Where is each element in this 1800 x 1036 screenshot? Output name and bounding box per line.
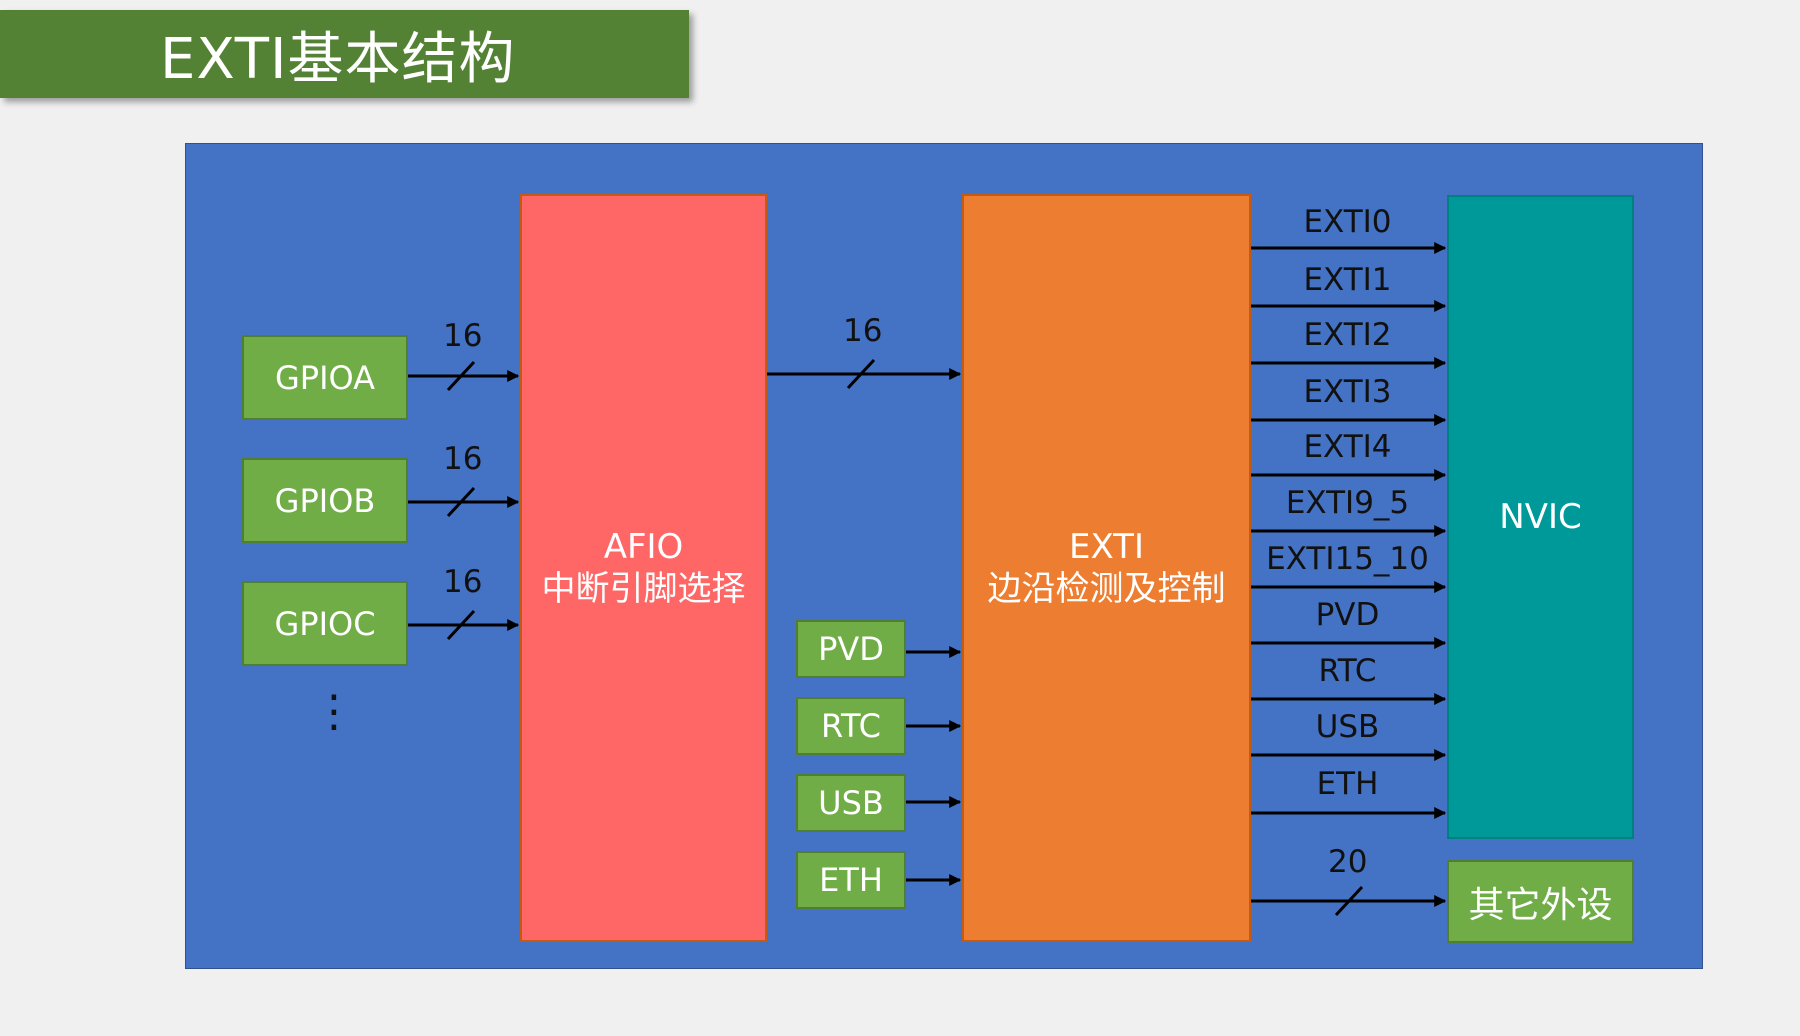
eth-input-block: ETH (796, 851, 906, 909)
output-label-exti2: EXTI2 (1303, 317, 1392, 353)
other-bus-width: 20 (1328, 844, 1368, 880)
eth-input-label: ETH (819, 861, 883, 899)
output-label-rtc: RTC (1318, 653, 1377, 689)
output-label-pvd: PVD (1315, 597, 1380, 633)
output-label-exti1: EXTI1 (1303, 262, 1392, 298)
usb-input-block: USB (796, 774, 906, 832)
other-peripherals-label: 其它外设 (1468, 884, 1613, 926)
exti-description: 边沿检测及控制 (987, 569, 1226, 609)
afio-name: AFIO (603, 526, 684, 567)
pvd-input-block: PVD (796, 620, 906, 678)
afio-description: 中断引脚选择 (541, 569, 746, 609)
slide-title: EXTI基本结构 (160, 26, 516, 92)
gpioc-label: GPIOC (274, 604, 376, 643)
pvd-input-label: PVD (818, 630, 884, 668)
output-label-usb: USB (1315, 709, 1380, 745)
rtc-input-label: RTC (821, 707, 881, 745)
gpio-ellipsis: ⋮ (312, 686, 356, 737)
afio-bus-width: 16 (843, 313, 883, 349)
output-label-exti0: EXTI0 (1303, 204, 1392, 240)
output-label-eth: ETH (1316, 766, 1379, 802)
output-label-exti4: EXTI4 (1303, 429, 1392, 465)
exti-block: EXTI 边沿检测及控制 (962, 194, 1251, 942)
gpioc-block: GPIOC (242, 581, 408, 666)
nvic-label: NVIC (1499, 497, 1582, 537)
gpioc-bus-width: 16 (443, 564, 483, 600)
exti-name: EXTI (1069, 526, 1144, 567)
rtc-input-block: RTC (796, 697, 906, 755)
gpiob-block: GPIOB (242, 458, 408, 543)
gpiob-label: GPIOB (274, 481, 376, 520)
gpioa-block: GPIOA (242, 335, 408, 420)
nvic-block: NVIC (1447, 195, 1634, 839)
gpioa-label: GPIOA (274, 358, 376, 397)
gpiob-bus-width: 16 (443, 441, 483, 477)
title-bar: EXTI基本结构 (0, 10, 689, 98)
gpioa-bus-width: 16 (443, 318, 483, 354)
afio-block: AFIO 中断引脚选择 (520, 194, 767, 942)
output-label-exti9-5: EXTI9_5 (1285, 485, 1410, 521)
output-label-exti3: EXTI3 (1303, 374, 1392, 410)
usb-input-label: USB (818, 784, 884, 822)
other-peripherals-block: 其它外设 (1447, 860, 1634, 943)
output-label-exti15-10: EXTI15_10 (1266, 541, 1429, 577)
